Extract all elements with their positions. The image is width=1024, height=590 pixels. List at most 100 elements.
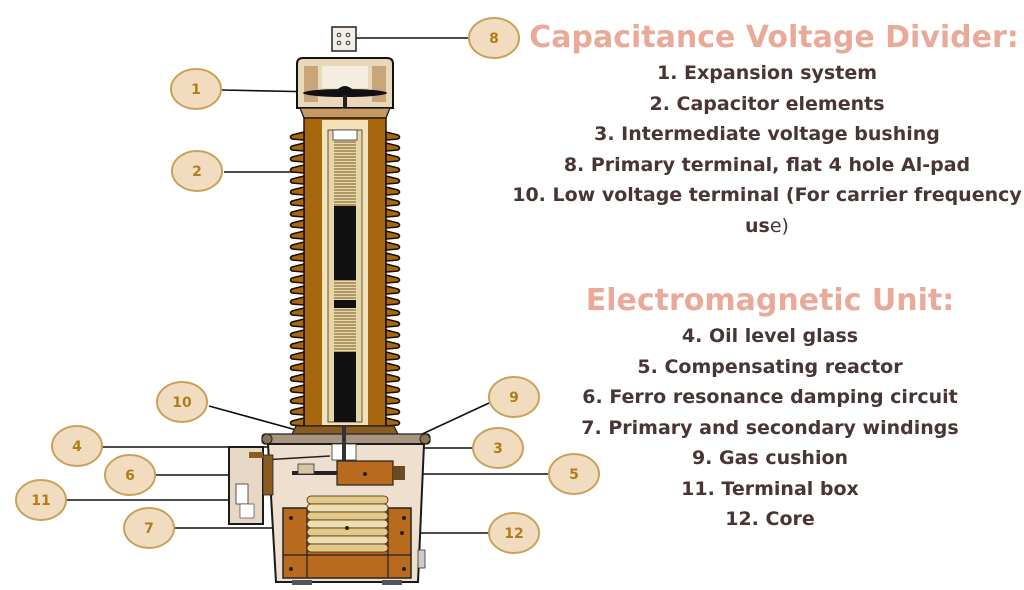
- emu-item: 4. Oil level glass: [681, 325, 859, 347]
- callout-12: 12: [488, 512, 540, 554]
- shed: [289, 207, 305, 218]
- callout-9: 9: [488, 376, 540, 418]
- callout-1: 1: [170, 68, 222, 110]
- callout-bubble: [548, 453, 600, 495]
- emu-item: 12. Core: [725, 508, 815, 530]
- callout-number: 10: [172, 395, 192, 411]
- electromagnetic-unit-panel: Electromagnetic Unit: 4. Oil level glass…: [560, 281, 980, 535]
- shed: [289, 361, 305, 372]
- shed: [289, 262, 305, 273]
- callout-bubble: [51, 425, 103, 467]
- callout-3: 3: [472, 427, 524, 469]
- emu-heading: Electromagnetic Unit:: [585, 283, 955, 318]
- callout-4: 4: [51, 425, 103, 467]
- emu-item: 9. Gas cushion: [691, 447, 849, 469]
- callout-10: 10: [156, 381, 208, 423]
- cvd-heading: Capacitance Voltage Divider:: [529, 20, 1019, 55]
- shed: [385, 163, 401, 174]
- callout-11: 11: [15, 479, 67, 521]
- cvd-item-continuation: use): [510, 211, 1024, 242]
- shed: [385, 350, 401, 361]
- shed: [289, 372, 305, 383]
- emu-item: 11. Terminal box: [681, 477, 859, 500]
- shed: [385, 295, 401, 306]
- callout-bubble: [488, 512, 540, 554]
- callout-bubble: [15, 479, 67, 521]
- callout-8: 8: [468, 17, 520, 59]
- shed: [289, 141, 305, 152]
- callout-number: 1: [191, 82, 201, 98]
- shed: [289, 306, 305, 317]
- shed: [289, 229, 305, 240]
- shed: [289, 130, 305, 141]
- shed: [289, 152, 305, 163]
- cvd-item: 10. Low voltage terminal (For carrier fr…: [512, 184, 1022, 206]
- callout-number: 2: [192, 164, 202, 180]
- shed: [289, 295, 305, 306]
- shed: [385, 394, 401, 405]
- callout-bubble: [170, 68, 222, 110]
- shed: [289, 251, 305, 262]
- callout-bubble: [468, 17, 520, 59]
- shed: [385, 372, 401, 383]
- emu-item: 6. Ferro resonance damping circuit: [582, 386, 958, 408]
- shed: [385, 284, 401, 295]
- callout-number: 9: [509, 390, 519, 406]
- callout-bubble: [472, 427, 524, 469]
- winding-layer: [306, 535, 389, 545]
- continuation-bold: us: [745, 214, 770, 237]
- shed: [385, 174, 401, 185]
- insulator-sheds: [289, 130, 401, 427]
- capacitance-voltage-divider-panel: Capacitance Voltage Divider: 1. Expansio…: [510, 18, 1024, 241]
- shed: [289, 317, 305, 328]
- leader-line-9: [417, 402, 490, 437]
- cvd-item: 3. Intermediate voltage bushing: [594, 123, 940, 145]
- shed: [385, 405, 401, 416]
- callout-bubble: [171, 150, 223, 192]
- shed: [289, 273, 305, 284]
- emu-item: 5. Compensating reactor: [637, 355, 903, 378]
- winding-layer: [306, 511, 389, 521]
- tank: [261, 426, 426, 585]
- shed: [385, 196, 401, 207]
- shed: [289, 350, 305, 361]
- shed: [289, 218, 305, 229]
- cvd-item: 1. Expansion system: [656, 62, 878, 84]
- callout-bubble: [488, 376, 540, 418]
- callout-5: 5: [548, 453, 600, 495]
- winding-layer: [306, 503, 389, 513]
- primary-terminal-pad: [331, 26, 357, 52]
- callout-bubble: [156, 381, 208, 423]
- shed: [385, 416, 401, 427]
- callout-6: 6: [104, 454, 156, 496]
- leader-line-10: [208, 405, 301, 432]
- callout-number: 12: [504, 526, 523, 542]
- shed: [385, 339, 401, 350]
- shed: [385, 152, 401, 163]
- callout-number: 5: [569, 467, 579, 483]
- winding-layer: [306, 495, 389, 505]
- winding-layer: [306, 543, 389, 553]
- shed: [289, 196, 305, 207]
- callout-7: 7: [123, 507, 175, 549]
- terminal-box: [228, 446, 274, 525]
- callout-number: 6: [125, 468, 135, 484]
- expansion-head: [296, 57, 394, 119]
- base-flange: [261, 425, 431, 445]
- callout-2: 2: [171, 150, 223, 192]
- emu-item: 7. Primary and secondary windings: [581, 416, 959, 439]
- shed: [385, 229, 401, 240]
- callout-number: 11: [31, 493, 50, 509]
- insulator-column: [289, 117, 401, 427]
- shed: [385, 361, 401, 372]
- shed: [385, 328, 401, 339]
- cvd-item: 2. Capacitor elements: [649, 92, 885, 115]
- shed: [289, 339, 305, 350]
- shed: [289, 284, 305, 295]
- shed: [385, 185, 401, 196]
- cvd-item: 8. Primary terminal, flat 4 hole Al-pad: [563, 153, 971, 176]
- callout-number: 4: [72, 439, 82, 455]
- callout-bubble: [104, 454, 156, 496]
